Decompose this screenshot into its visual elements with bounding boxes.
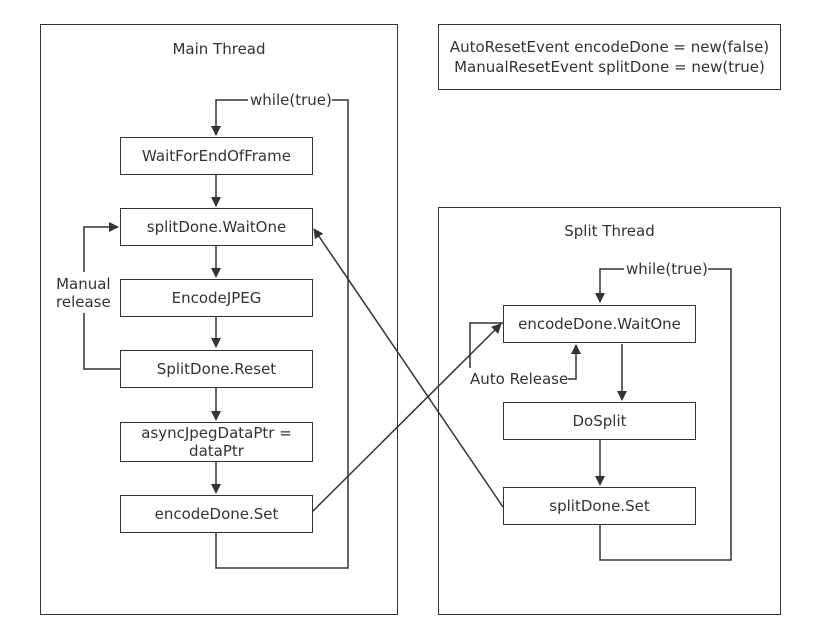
split-done-wait-one-step: splitDone.WaitOne (120, 208, 313, 246)
main-thread-title: Main Thread (172, 40, 266, 58)
wait-for-end-of-frame-step: WaitForEndOfFrame (120, 137, 313, 175)
auto-release-line-left (469, 322, 503, 368)
arrow-encode-set-to-wait (311, 323, 502, 513)
arrow-split-set-to-splitwait (313, 228, 504, 508)
auto-reset-event-declaration: AutoResetEvent encodeDone = new(false) (449, 38, 770, 56)
encode-done-wait-one-step: encodeDone.WaitOne (503, 305, 696, 343)
split-done-set-step: splitDone.Set (503, 487, 696, 525)
split-loop-label: while(true) (626, 260, 708, 278)
auto-release-label: Auto Release (470, 370, 569, 388)
encode-done-set-step: encodeDone.Set (120, 495, 313, 533)
split-loop-entry (595, 268, 624, 303)
manual-release-label: Manual release (56, 275, 111, 311)
main-loop-label: while(true) (250, 91, 332, 109)
main-loop-line (215, 99, 349, 569)
encode-jpeg-step: EncodeJPEG (120, 279, 313, 317)
manual-release-line (83, 313, 120, 370)
event-declarations: AutoResetEvent encodeDone = new(false) M… (438, 24, 781, 90)
assign-data-ptr-step: asyncJpegDataPtr = dataPtr (120, 422, 313, 462)
auto-release-line-right (567, 344, 581, 380)
do-split-step: DoSplit (503, 402, 696, 440)
split-loop-line (599, 268, 732, 561)
main-loop-entry (211, 99, 248, 136)
manual-release-line-top (83, 222, 119, 272)
split-done-reset-step: SplitDone.Reset (120, 350, 313, 388)
manual-reset-event-declaration: ManualResetEvent splitDone = new(true) (454, 58, 765, 76)
split-thread-title: Split Thread (564, 222, 655, 240)
